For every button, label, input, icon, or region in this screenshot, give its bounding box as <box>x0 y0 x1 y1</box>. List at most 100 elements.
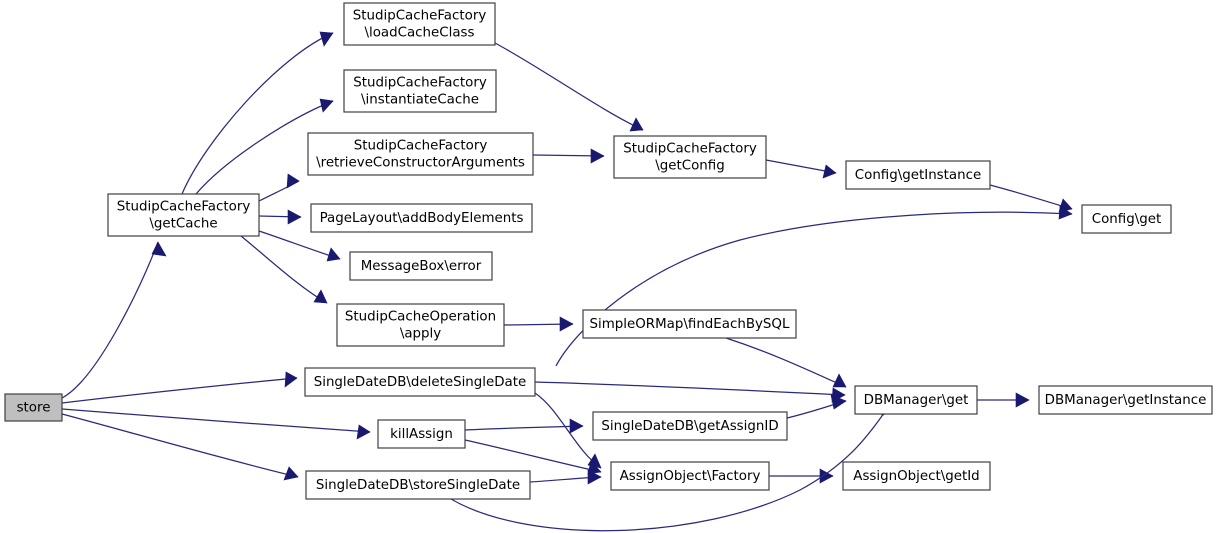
node-box[interactable] <box>1038 385 1213 415</box>
arrowhead-icon <box>287 209 302 225</box>
node-box[interactable] <box>854 385 978 415</box>
edge-deleteSingleDate-to-assignObjectFactory <box>534 392 602 469</box>
edge-line <box>195 100 334 195</box>
node-box[interactable] <box>592 411 788 441</box>
node-assignObjectGetId[interactable]: AssignObject\getId <box>842 461 991 491</box>
edges-layer <box>61 31 1073 532</box>
node-label-line: Config\getInstance <box>855 168 981 183</box>
node-instantiateCache[interactable]: StudipCacheFactory \instantiateCache <box>343 69 497 113</box>
node-findEachBySQL[interactable]: SimpleORMap\findEachBySQL <box>582 309 797 339</box>
node-cacheOperationApply[interactable]: StudipCacheOperation\apply <box>336 303 505 347</box>
node-box[interactable] <box>377 419 466 449</box>
node-box[interactable] <box>336 303 505 347</box>
arrowhead-icon <box>830 394 847 410</box>
node-killAssign[interactable]: killAssign <box>377 419 466 449</box>
node-configGetInstance[interactable]: Config\getInstance <box>845 160 991 190</box>
edge-line <box>258 230 341 260</box>
node-retrieveConstructorArguments[interactable]: StudipCacheFactory \retrieveConstructorAr… <box>307 132 534 176</box>
edge-line <box>989 184 1073 210</box>
arrowhead-icon <box>151 241 167 257</box>
node-configGet[interactable]: Config\get <box>1081 204 1172 234</box>
node-label-line: SimpleORMap\findEachBySQL <box>590 317 790 332</box>
node-label-line: DBManager\getInstance <box>1045 393 1207 408</box>
node-label-line: Config\get <box>1092 212 1161 227</box>
edge-getCache-to-messageBoxError <box>258 230 341 262</box>
arrowhead-icon <box>1015 392 1030 408</box>
node-getCache[interactable]: StudipCacheFactory\getCache <box>107 193 260 237</box>
edge-retrieveConstructorArguments-to-getConfig <box>532 148 605 164</box>
arrowhead-icon <box>590 148 605 164</box>
node-store[interactable]: store <box>4 393 63 422</box>
arrowhead-icon <box>326 247 341 262</box>
node-box[interactable] <box>310 203 533 233</box>
edge-killAssign-to-assignObjectFactory <box>464 439 602 475</box>
arrowhead-icon <box>286 173 300 189</box>
node-label-line: DBManager\get <box>864 393 969 408</box>
node-box[interactable] <box>307 132 534 176</box>
edge-line <box>61 413 299 478</box>
node-box[interactable] <box>304 367 536 397</box>
node-label-line: StudipCacheFactory <box>623 142 757 157</box>
edge-storeSingleDate-to-assignObjectFactory <box>529 469 602 485</box>
nodes-layer: storeStudipCacheFactory\getCacheStudipCa… <box>4 2 1213 500</box>
node-label-line: StudipCacheFactory <box>353 9 487 24</box>
node-box[interactable] <box>845 160 991 190</box>
node-messageBoxError[interactable]: MessageBox\error <box>349 251 493 281</box>
node-label-line: StudipCacheFactory <box>353 76 487 91</box>
node-box[interactable] <box>349 251 493 281</box>
node-box[interactable] <box>842 461 991 491</box>
node-label-line: killAssign <box>390 427 453 442</box>
arrowhead-icon <box>283 466 299 481</box>
edge-line <box>534 392 602 469</box>
arrowhead-icon <box>569 418 584 434</box>
node-label-line: StudipCacheOperation <box>345 310 496 325</box>
edge-deleteSingleDate-to-configGet <box>555 205 1073 367</box>
arrowhead-icon <box>319 98 334 113</box>
edge-line <box>534 381 846 396</box>
arrowhead-icon <box>1058 205 1073 220</box>
edge-line <box>61 241 159 399</box>
node-box[interactable] <box>582 309 797 339</box>
edge-getCache-to-instantiateCache <box>195 98 334 195</box>
arrowhead-icon <box>629 117 644 132</box>
node-dbManagerGet[interactable]: DBManager\get <box>854 385 978 415</box>
edge-findEachBySQL-to-dbManagerGet <box>725 337 847 388</box>
edge-line <box>240 235 328 304</box>
edge-killAssign-to-getAssignID <box>464 418 584 434</box>
node-box[interactable] <box>343 2 496 46</box>
node-box[interactable] <box>613 135 767 179</box>
edge-dbManagerGet-to-dbManagerGetInstance <box>977 392 1030 408</box>
edge-line <box>181 32 334 195</box>
edge-store-to-getCache <box>61 241 167 399</box>
node-label-line: \retrieveConstructorArguments <box>316 156 525 171</box>
edge-line <box>725 337 847 388</box>
edge-line <box>450 415 883 532</box>
node-box[interactable] <box>610 461 770 491</box>
node-box[interactable] <box>343 69 497 113</box>
node-deleteSingleDate[interactable]: SingleDateDB\deleteSingleDate <box>304 367 536 397</box>
node-addBodyElements[interactable]: PageLayout\addBodyElements <box>310 203 533 233</box>
edge-line <box>61 377 298 404</box>
node-label-line: StudipCacheFactory <box>354 139 488 154</box>
node-getAssignID[interactable]: SingleDateDB\getAssignID <box>592 411 788 441</box>
node-box[interactable] <box>1081 204 1172 234</box>
node-box[interactable] <box>305 470 531 500</box>
node-dbManagerGetInstance[interactable]: DBManager\getInstance <box>1038 385 1213 415</box>
node-label-line: PageLayout\addBodyElements <box>320 211 524 226</box>
node-storeSingleDate[interactable]: SingleDateDB\storeSingleDate <box>305 470 531 500</box>
arrowhead-icon <box>832 373 847 388</box>
node-label-line: SingleDateDB\deleteSingleDate <box>314 375 527 390</box>
edge-line <box>464 425 584 431</box>
node-label-line: \instantiateCache <box>361 93 479 108</box>
node-box[interactable] <box>4 393 63 422</box>
node-getConfig[interactable]: StudipCacheFactory\getConfig <box>613 135 767 179</box>
node-label-line: AssignObject\Factory <box>620 469 761 484</box>
node-loadCacheClass[interactable]: StudipCacheFactory\loadCacheClass <box>343 2 496 46</box>
node-label-line: AssignObject\getId <box>853 469 979 484</box>
node-assignObjectFactory[interactable]: AssignObject\Factory <box>610 461 770 491</box>
node-box[interactable] <box>107 193 260 237</box>
edge-store-to-killAssign <box>61 408 371 440</box>
edge-line <box>494 42 644 131</box>
edge-line <box>61 408 371 433</box>
